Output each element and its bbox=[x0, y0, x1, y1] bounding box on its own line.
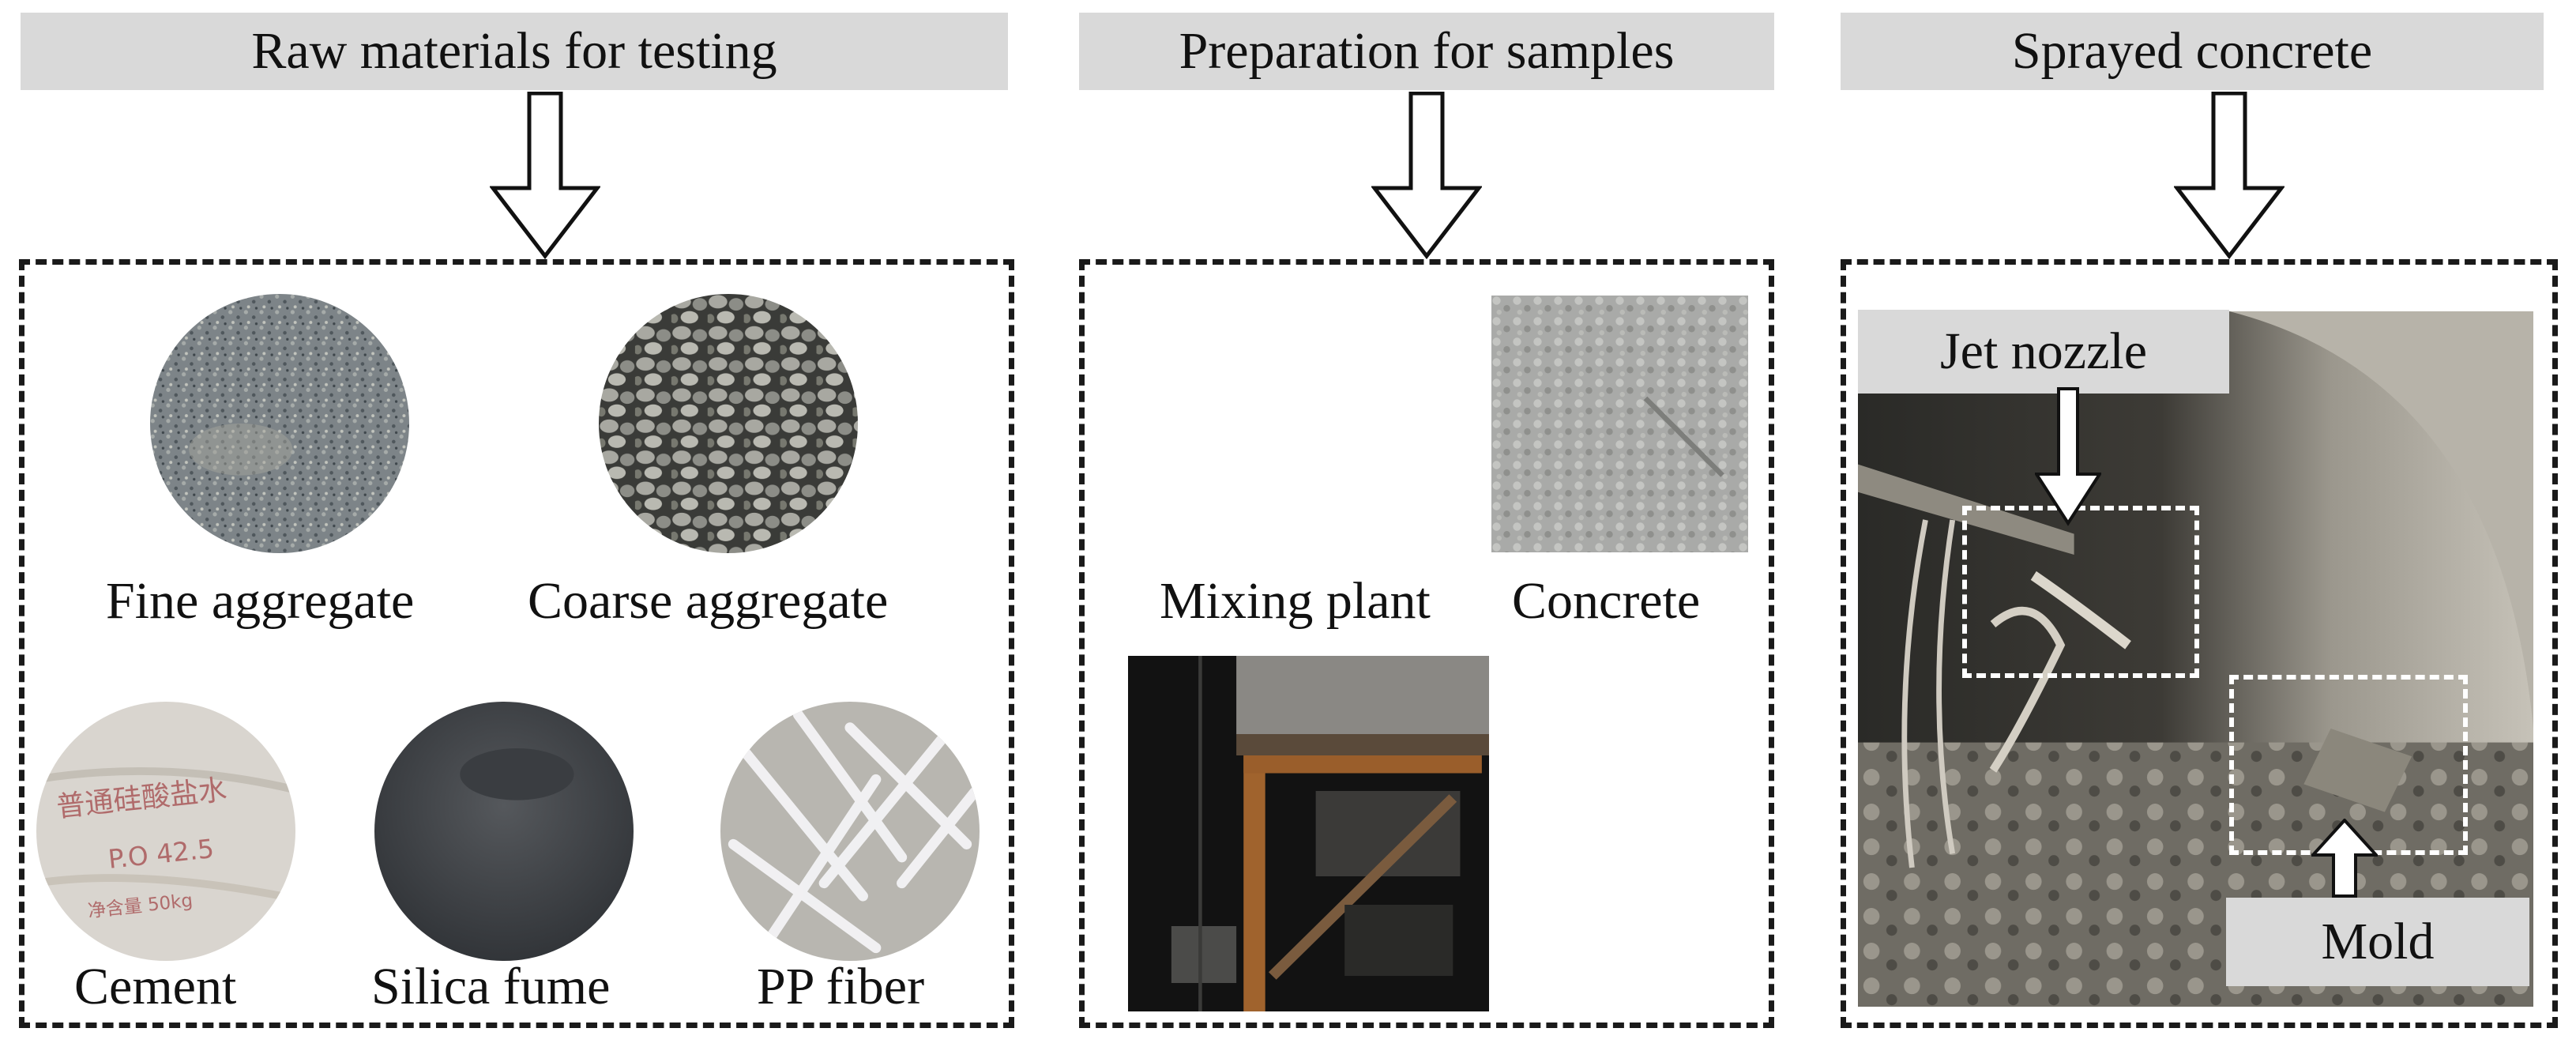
raw-materials-panel bbox=[19, 259, 1014, 1028]
header-sprayed-text: Sprayed concrete bbox=[2011, 22, 2373, 80]
jet-nozzle-tag: Jet nozzle bbox=[1858, 310, 2229, 394]
down-arrow-icon bbox=[2174, 92, 2285, 259]
silica-fume-image bbox=[374, 702, 634, 961]
up-arrow-icon bbox=[2311, 819, 2378, 898]
header-raw-materials: Raw materials for testing bbox=[21, 13, 1008, 90]
mold-label: Mold bbox=[2321, 913, 2435, 970]
down-arrow-icon bbox=[490, 92, 600, 259]
fine-aggregate-label: Fine aggregate bbox=[106, 572, 415, 630]
pp-fiber-label: PP fiber bbox=[757, 958, 925, 1015]
down-arrow-icon bbox=[2035, 387, 2101, 526]
pp-fiber-image bbox=[720, 702, 980, 961]
header-sprayed-concrete: Sprayed concrete bbox=[1841, 13, 2544, 90]
sprayed-concrete-panel bbox=[1841, 259, 2558, 1028]
coarse-aggregate-label: Coarse aggregate bbox=[528, 572, 889, 630]
jet-nozzle-label: Jet nozzle bbox=[1939, 322, 2148, 380]
cement-image: 普通硅酸盐水 P.O 42.5 净含量 50kg bbox=[36, 702, 295, 961]
mold-tag: Mold bbox=[2226, 898, 2529, 986]
preparation-panel bbox=[1079, 259, 1774, 1028]
header-raw-materials-text: Raw materials for testing bbox=[251, 22, 777, 80]
mixing-plant-label: Mixing plant bbox=[1160, 572, 1431, 630]
jet-nozzle-highlight-box bbox=[1962, 506, 2199, 678]
cement-label: Cement bbox=[74, 958, 237, 1015]
silica-fume-label: Silica fume bbox=[371, 958, 611, 1015]
concrete-image bbox=[1491, 296, 1748, 552]
mixing-plant-image bbox=[1128, 656, 1489, 1011]
header-preparation: Preparation for samples bbox=[1079, 13, 1774, 90]
fine-aggregate-image bbox=[150, 294, 409, 553]
concrete-label: Concrete bbox=[1512, 572, 1701, 630]
header-preparation-text: Preparation for samples bbox=[1179, 22, 1675, 80]
down-arrow-icon bbox=[1371, 92, 1482, 259]
coarse-aggregate-image bbox=[599, 294, 858, 553]
